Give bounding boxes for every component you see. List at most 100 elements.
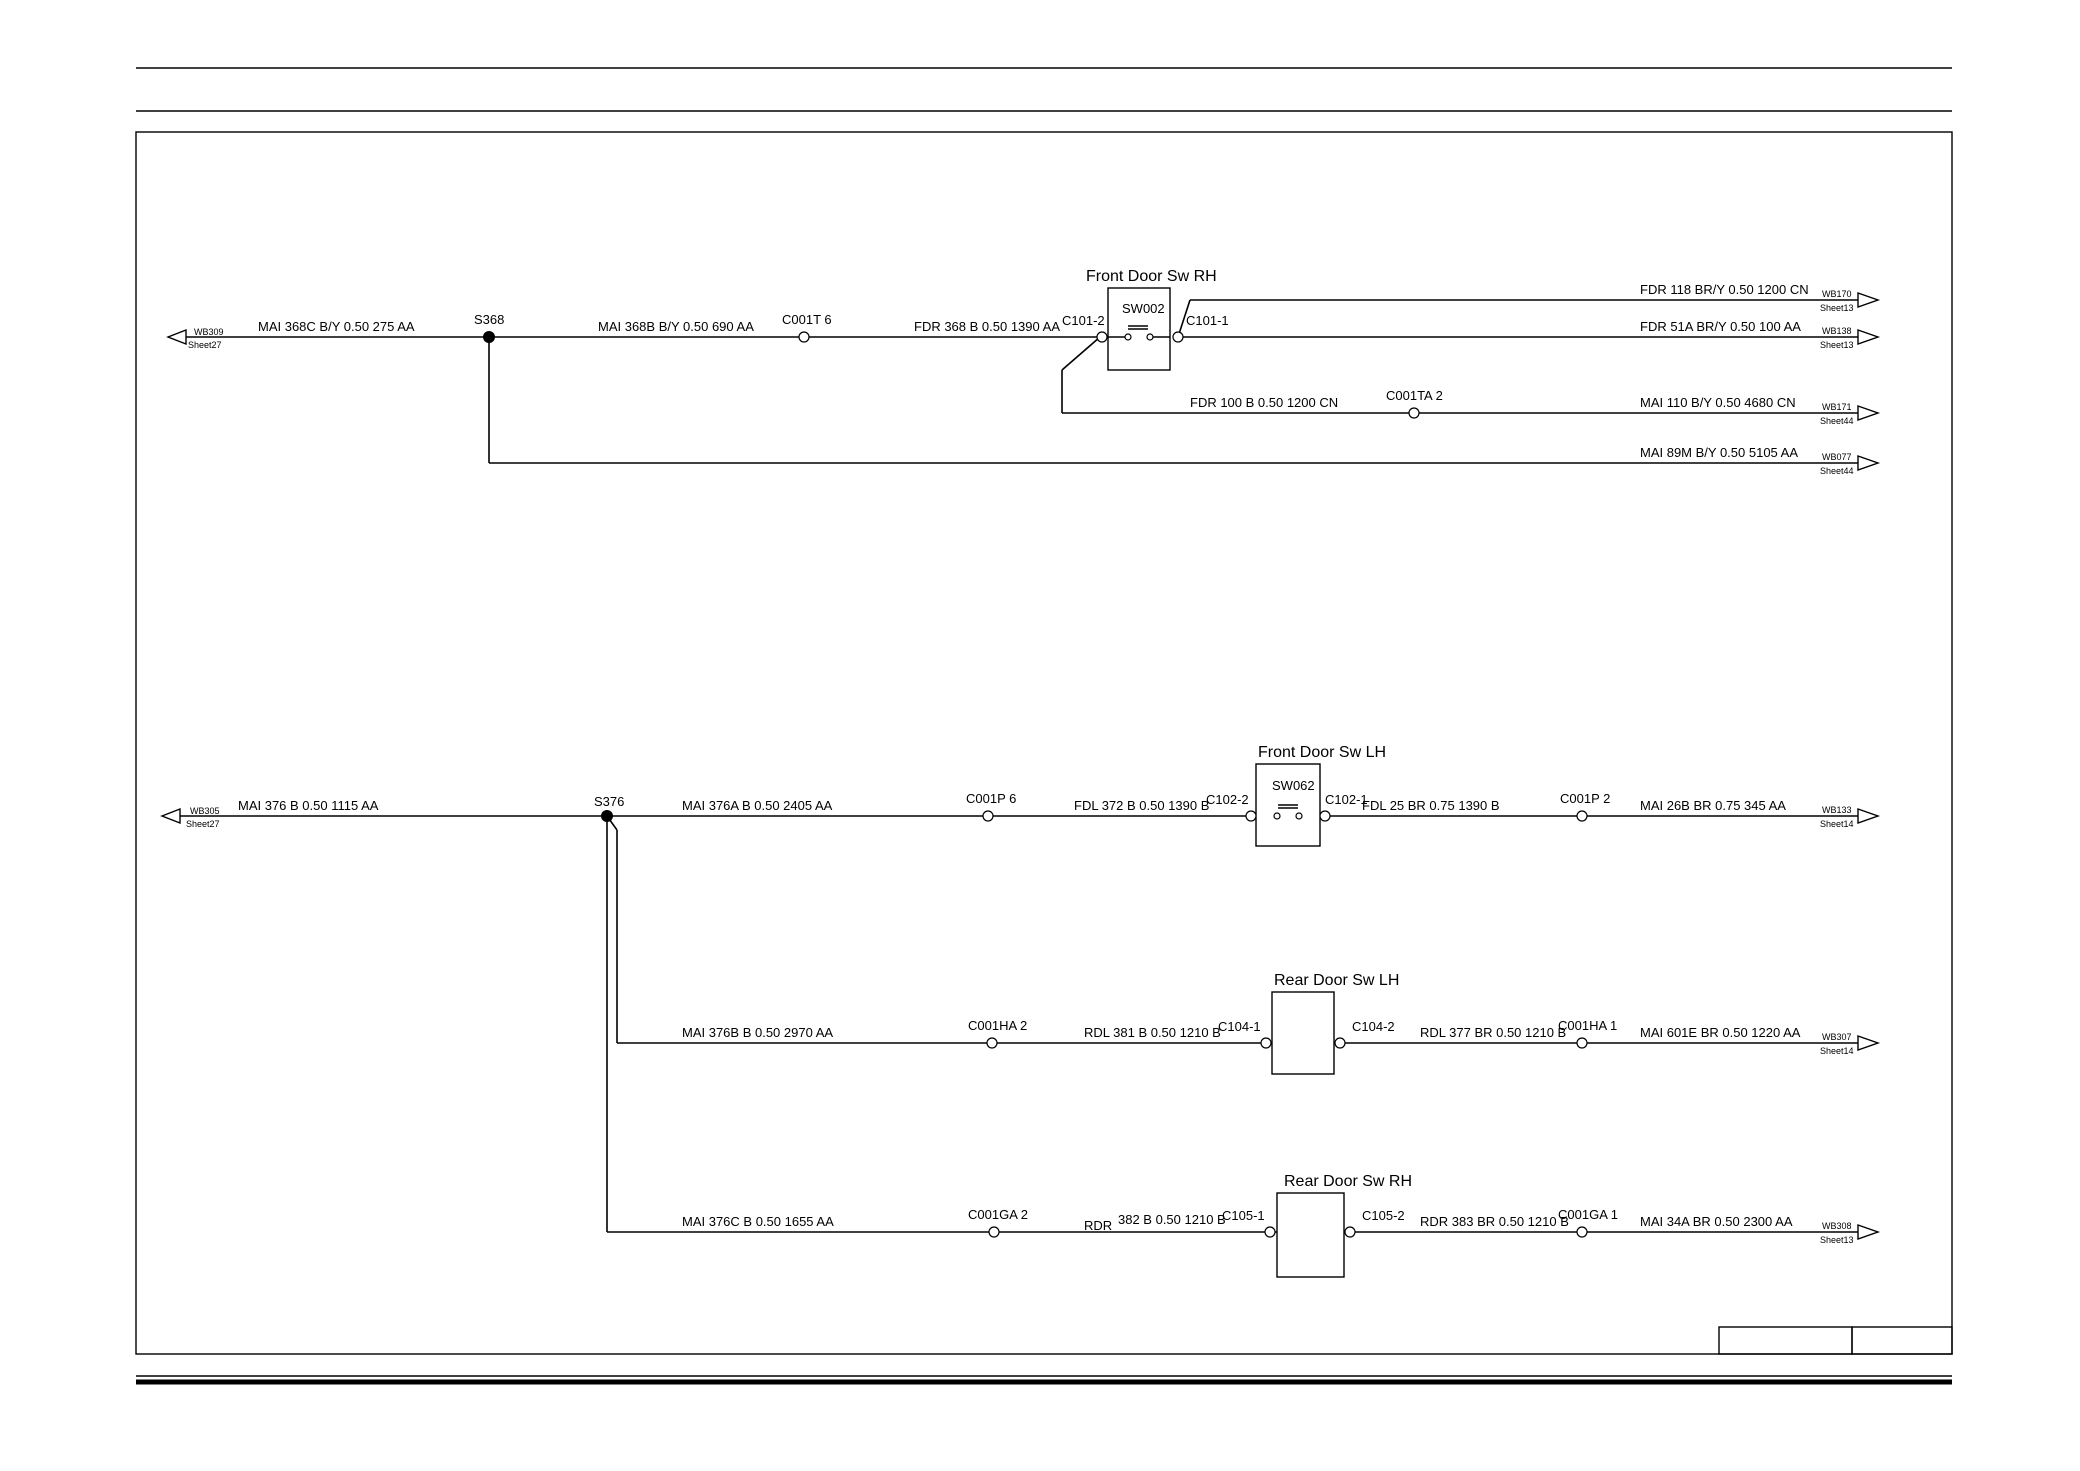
connector-c001ha1 [1576,1037,1588,1049]
label-wire-mai-110: MAI 110 B/Y 0.50 4680 CN [1640,395,1796,410]
connector-c101-1 [1172,331,1184,343]
label-c001p6: C001P 6 [966,791,1016,806]
label-wire-fdr-368: FDR 368 B 0.50 1390 AA [914,319,1060,334]
label-wire-fdl-372: FDL 372 B 0.50 1390 B [1074,798,1209,813]
label-wire-mai-376: MAI 376 B 0.50 1115 AA [238,798,379,813]
label-wire-rdl-381: RDL 381 B 0.50 1210 B [1084,1025,1221,1040]
connector-c001t6 [798,331,810,343]
label-wire-mai-376b: MAI 376B B 0.50 2970 AA [682,1025,833,1040]
label-wb077-sheet: Sheet44 [1820,466,1854,476]
label-s376: S376 [594,794,624,809]
connector-c102-1 [1319,810,1331,822]
label-wb307: WB307 [1822,1032,1852,1042]
connector-c101-2 [1096,331,1108,343]
label-wire-rdl-377: RDL 377 BR 0.50 1210 B [1420,1025,1566,1040]
label-rear-door-sw-rh: Rear Door Sw RH [1284,1173,1412,1190]
label-sw062: SW062 [1272,778,1315,793]
label-wire-mai-376a: MAI 376A B 0.50 2405 AA [682,798,833,813]
label-wb171-sheet: Sheet44 [1820,416,1854,426]
label-wb309: WB309 [194,327,224,337]
label-s368: S368 [474,312,504,327]
connector-c104-1 [1260,1037,1272,1049]
label-c105-1: C105-1 [1222,1208,1265,1223]
label-wb138: WB138 [1822,326,1852,336]
label-c001t6: C001T 6 [782,312,832,327]
label-c001ga1: C001GA 1 [1558,1207,1618,1222]
title-block-cell-2 [1851,1326,1953,1355]
label-wb309-sheet: Sheet27 [188,340,222,350]
label-c101-1: C101-1 [1186,313,1229,328]
label-wb307-sheet: Sheet14 [1820,1046,1854,1056]
drawing-frame [135,131,1953,1355]
label-wire-mai-368c: MAI 368C B/Y 0.50 275 AA [258,319,415,334]
connector-c001ga2 [988,1226,1000,1238]
offsheet-wb133-arrow [1857,808,1881,824]
label-c105-2: C105-2 [1362,1208,1405,1223]
label-wire-rdr-382: 382 B 0.50 1210 B [1118,1212,1226,1227]
label-c101-2: C101-2 [1062,313,1105,328]
connector-c104-2 [1334,1037,1346,1049]
connector-c001ta2 [1408,407,1420,419]
label-wb170-sheet: Sheet13 [1820,303,1854,313]
label-wb171: WB171 [1822,402,1852,412]
offsheet-wb170-arrow [1857,292,1881,308]
switch-rear-door-rh-box [1276,1192,1345,1278]
label-c102-2: C102-2 [1206,792,1249,807]
label-c001ha1: C001HA 1 [1558,1018,1617,1033]
connector-c105-1 [1264,1226,1276,1238]
label-c001ga2: C001GA 2 [968,1207,1028,1222]
switch-sw062-box [1255,763,1321,847]
label-wb308-sheet: Sheet13 [1820,1235,1854,1245]
offsheet-wb309-arrow [166,328,187,346]
connector-c001p2 [1576,810,1588,822]
label-front-door-sw-lh: Front Door Sw LH [1258,744,1386,761]
offsheet-wb138-arrow [1857,329,1881,345]
label-wb077: WB077 [1822,452,1852,462]
offsheet-wb305-arrow [160,807,181,825]
label-c104-1: C104-1 [1218,1019,1261,1034]
switch-sw002-contact-b [1146,333,1154,341]
label-wire-fdr-100: FDR 100 B 0.50 1200 CN [1190,395,1338,410]
label-wire-mai-601e: MAI 601E BR 0.50 1220 AA [1640,1025,1801,1040]
connector-c001p6 [982,810,994,822]
label-wire-mai-34a: MAI 34A BR 0.50 2300 AA [1640,1214,1793,1229]
label-c001ta2: C001TA 2 [1386,388,1443,403]
offsheet-wb077-arrow [1857,455,1881,471]
splice-s376-dot [601,810,613,822]
wire-c101-2-drop [1061,336,1101,371]
label-c104-2: C104-2 [1352,1019,1395,1034]
splice-s368-dot [483,331,495,343]
label-wire-mai-376c: MAI 376C B 0.50 1655 AA [682,1214,834,1229]
label-wire-fdr-118: FDR 118 BR/Y 0.50 1200 CN [1640,282,1809,297]
switch-sw062-contact-b [1295,812,1303,820]
title-block-cell-1 [1718,1326,1853,1355]
label-rdr-prefix: RDR [1084,1218,1112,1233]
switch-sw062-contact-a [1273,812,1281,820]
label-wire-mai-26b: MAI 26B BR 0.75 345 AA [1640,798,1786,813]
switch-sw002-contact-a [1124,333,1132,341]
connector-c105-2 [1344,1226,1356,1238]
label-wb133-sheet: Sheet14 [1820,819,1854,829]
label-wb170: WB170 [1822,289,1852,299]
label-wb308: WB308 [1822,1221,1852,1231]
label-wire-fdr-51a: FDR 51A BR/Y 0.50 100 AA [1640,319,1801,334]
label-rear-door-sw-lh: Rear Door Sw LH [1274,972,1399,989]
connector-c001ha2 [986,1037,998,1049]
label-wire-mai-89m: MAI 89M B/Y 0.50 5105 AA [1640,445,1798,460]
offsheet-wb307-arrow [1857,1035,1881,1051]
label-c001ha2: C001HA 2 [968,1018,1027,1033]
wire-c101-1-rise [1177,299,1191,338]
label-wb305-sheet: Sheet27 [186,819,220,829]
connector-c001ga1 [1576,1226,1588,1238]
label-wire-fdl-25: FDL 25 BR 0.75 1390 B [1362,798,1500,813]
connector-c102-2 [1245,810,1257,822]
offsheet-wb171-arrow [1857,405,1881,421]
label-wb305: WB305 [190,806,220,816]
label-front-door-sw-rh: Front Door Sw RH [1086,268,1217,285]
label-wb133: WB133 [1822,805,1852,815]
label-wire-mai-368b: MAI 368B B/Y 0.50 690 AA [598,319,754,334]
switch-rear-door-lh-box [1271,991,1335,1075]
label-wb138-sheet: Sheet13 [1820,340,1854,350]
label-wire-rdr-383: RDR 383 BR 0.50 1210 B [1420,1214,1569,1229]
